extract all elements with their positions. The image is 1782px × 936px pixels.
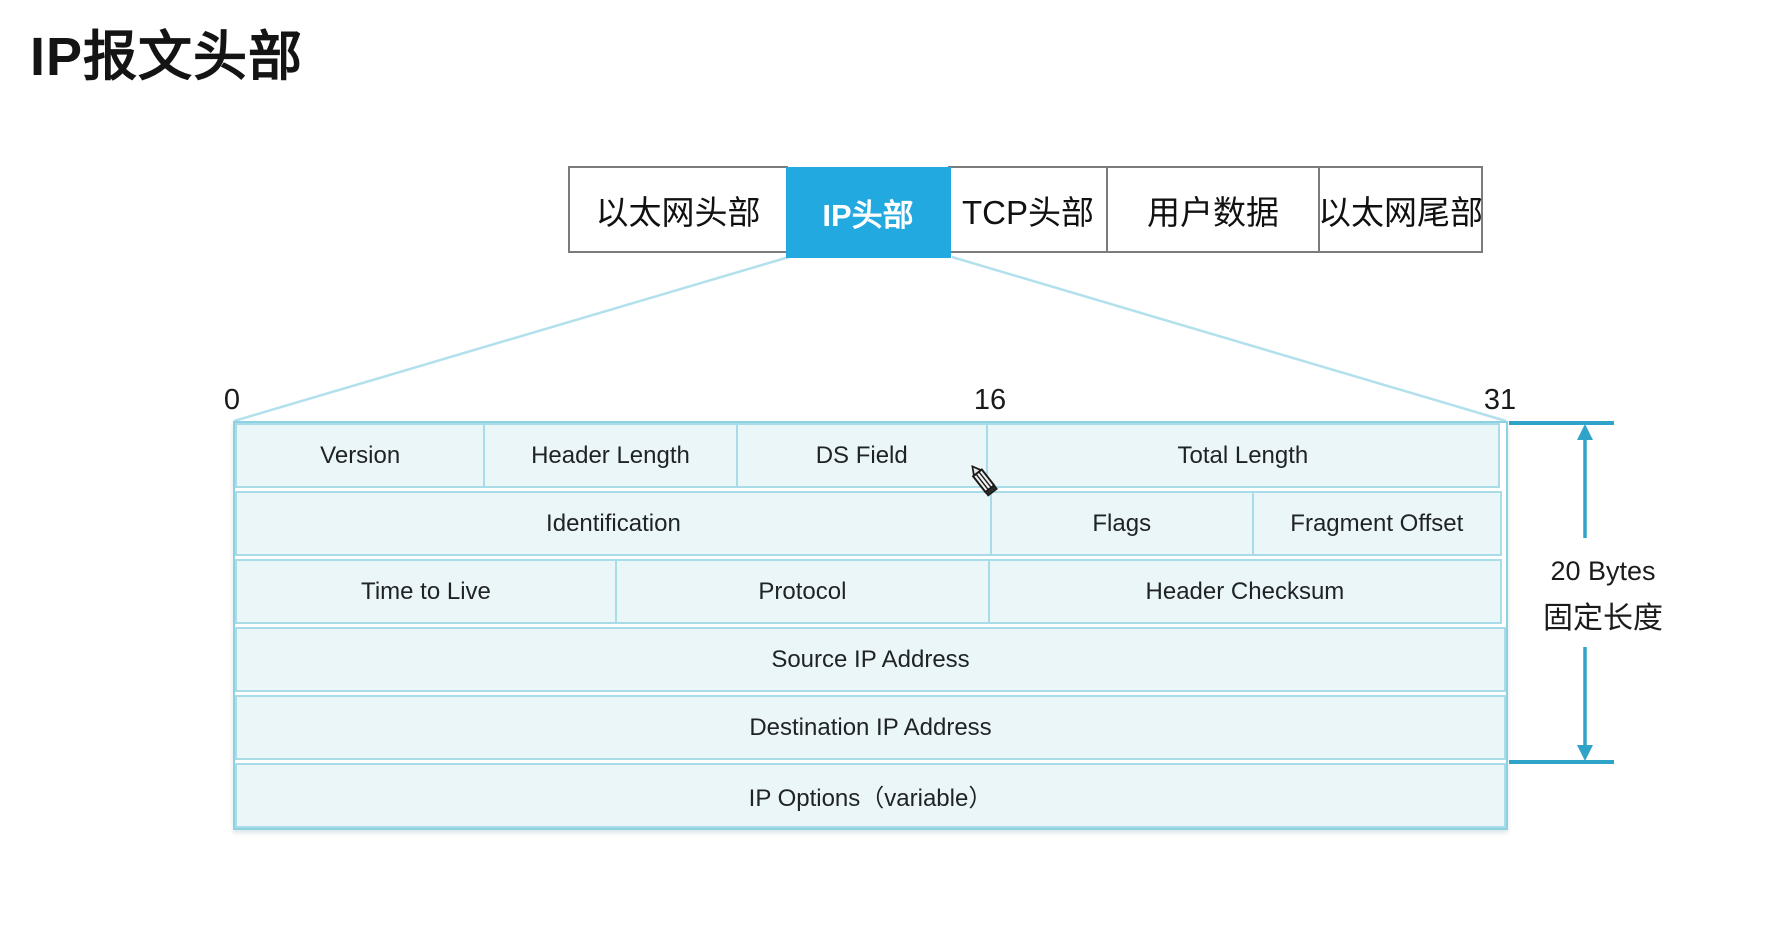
table-row: Destination IP Address [235,695,1506,760]
segment-user-data: 用户数据 [1105,166,1321,253]
field-ds-field: DS Field [735,423,988,488]
segment-label: 以太网头部 [595,193,761,231]
funnel-line-left [233,255,790,423]
bit-label-16: 16 [973,384,1007,416]
table-row: Source IP Address [235,627,1506,692]
segment-label: IP头部 [822,198,914,233]
ip-header-table: Version Header Length DS Field Total Len… [233,421,1508,830]
segment-tcp-header: TCP头部 [948,166,1108,253]
segment-ip-header: IP头部 [785,167,951,258]
bit-label-31: 31 [1483,384,1517,416]
field-protocol: Protocol [614,559,990,624]
segment-ethernet-header: 以太网头部 [568,166,788,253]
field-identification: Identification [235,491,992,556]
bit-label-0: 0 [223,384,241,416]
field-destination-ip: Destination IP Address [235,695,1506,760]
table-row: Identification Flags Fragment Offset [235,491,1506,556]
table-row: Version Header Length DS Field Total Len… [235,423,1506,488]
table-row: IP Options（variable） [235,763,1506,828]
field-fragment-offset: Fragment Offset [1251,491,1502,556]
segment-ethernet-trailer: 以太网尾部 [1318,166,1483,253]
funnel-line-right [951,255,1507,423]
segment-label: 用户数据 [1147,193,1279,231]
field-header-length: Header Length [483,423,738,488]
table-row: Time to Live Protocol Header Checksum [235,559,1506,624]
pen-cursor-icon [971,465,998,497]
field-time-to-live: Time to Live [235,559,617,624]
size-label-bytes: 20 Bytes [1550,556,1656,586]
page-title: IP报文头部 [30,27,304,87]
field-source-ip: Source IP Address [235,627,1506,692]
field-header-checksum: Header Checksum [987,559,1502,624]
field-flags: Flags [989,491,1254,556]
field-total-length: Total Length [985,423,1500,488]
size-label-fixed: 固定长度 [1543,602,1663,635]
packet-bar: 以太网头部 IP头部 TCP头部 用户数据 以太网尾部 [568,166,1483,258]
field-version: Version [235,423,486,488]
segment-label: TCP头部 [962,193,1094,231]
field-ip-options: IP Options（variable） [235,763,1506,828]
segment-label: 以太网尾部 [1318,193,1483,231]
